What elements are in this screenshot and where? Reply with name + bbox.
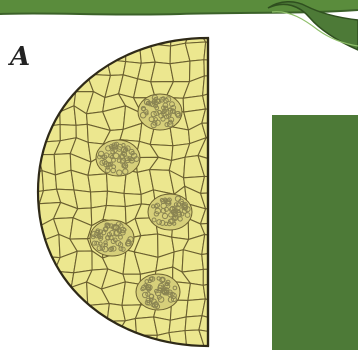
tissue-cell <box>204 60 219 76</box>
tissue-cell <box>203 269 218 285</box>
tissue-cell <box>54 60 72 81</box>
tissue-cell <box>87 331 107 347</box>
tissue-cell <box>72 335 91 348</box>
tissue-cell <box>87 44 107 62</box>
tissue-cell <box>40 300 61 321</box>
tissue-cell <box>170 127 190 146</box>
tissue-cell <box>125 28 140 50</box>
tissue-cell <box>38 257 60 272</box>
tissue-cell <box>43 316 62 335</box>
tissue-cell <box>54 314 72 335</box>
tissue-cell <box>185 30 205 43</box>
tissue-cell <box>107 60 126 76</box>
tissue-cell <box>38 282 61 305</box>
tissue-cell <box>202 252 219 269</box>
tissue-cell <box>38 266 57 285</box>
tissue-cell <box>22 90 43 113</box>
tissue-cell <box>72 30 92 44</box>
tissue-cell <box>26 282 40 305</box>
green-panel <box>272 115 358 350</box>
tissue-cell <box>203 76 216 96</box>
tissue-cell <box>43 81 60 94</box>
tissue-cell <box>105 28 126 47</box>
tissue-cell <box>70 61 88 77</box>
tissue-cell <box>38 92 60 113</box>
tissue-cell <box>57 44 77 61</box>
tissue-cell <box>105 44 126 61</box>
tissue-cell <box>42 59 57 81</box>
tissue-cell <box>74 251 92 273</box>
tissue-cell <box>188 283 205 300</box>
tissue-cell <box>42 45 57 61</box>
tissue-cell <box>169 331 187 350</box>
tissue-cell <box>23 111 40 128</box>
tissue-cell <box>105 331 123 350</box>
tissue-cell <box>106 191 125 206</box>
vascular-bundle <box>96 140 140 176</box>
tissue-cell <box>73 44 89 62</box>
tissue-cell <box>27 240 46 257</box>
tissue-cell <box>204 42 219 61</box>
tissue-cell <box>201 176 220 193</box>
tissue-cell <box>71 314 90 336</box>
vascular-bundle <box>138 94 182 130</box>
tissue-cell <box>91 321 107 335</box>
tissue-cell <box>54 300 74 315</box>
tissue-cell <box>40 27 60 49</box>
cross-section <box>22 26 223 350</box>
tissue-cell <box>88 174 108 192</box>
tissue-cell <box>170 61 190 82</box>
tissue-cell <box>28 304 44 321</box>
tissue-cell <box>87 30 108 44</box>
tissue-cell <box>41 334 62 350</box>
tissue-cell <box>57 30 77 44</box>
tissue-cell <box>26 253 45 267</box>
tissue-cell <box>22 77 44 92</box>
tissue-cell <box>54 77 75 94</box>
tissue-cell <box>202 234 222 254</box>
tissue-cell <box>27 127 42 143</box>
vascular-bundle <box>90 220 134 256</box>
parenchyma-cells <box>22 26 223 350</box>
vascular-bundle <box>148 194 192 230</box>
tissue-cell <box>22 332 43 350</box>
tissue-cell <box>26 266 38 283</box>
vascular-bundle <box>136 274 180 310</box>
panel-label: A <box>10 44 30 70</box>
tissue-cell <box>24 318 44 335</box>
tissue-cell <box>54 335 72 350</box>
tissue-cell <box>87 60 111 76</box>
tissue-cell <box>23 171 44 193</box>
tissue-cell <box>41 125 61 143</box>
